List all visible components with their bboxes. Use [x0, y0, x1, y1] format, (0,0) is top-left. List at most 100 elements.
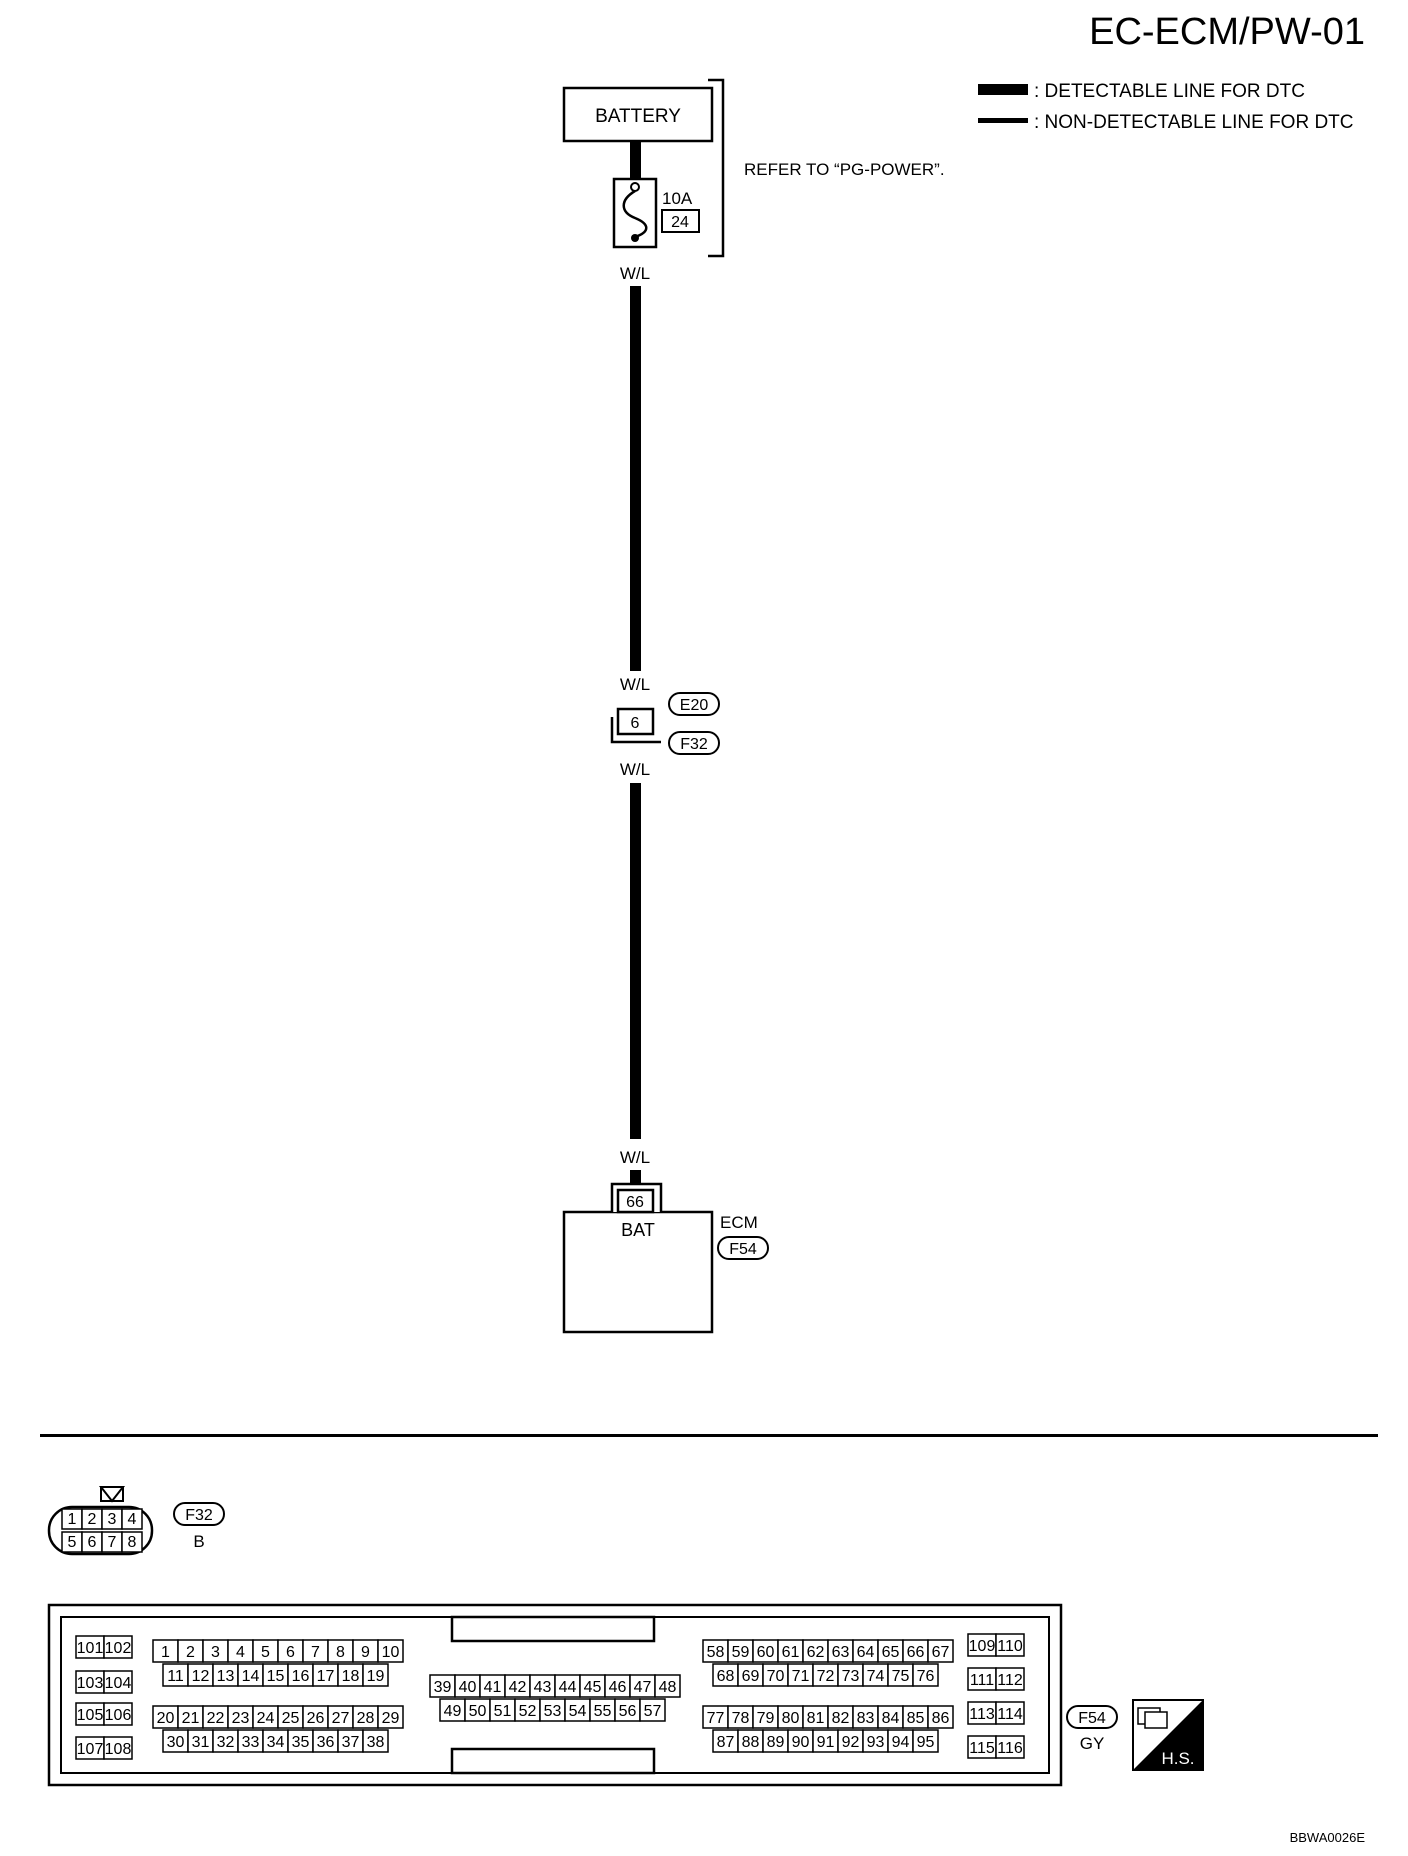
connector-tag-f54-ecm [717, 1236, 769, 1260]
connector-f32-color: B [193, 1532, 204, 1551]
pin-number: 1 [68, 1511, 77, 1528]
pin-number: 5 [261, 1644, 270, 1661]
pin-number: 87 [717, 1734, 735, 1751]
pin-number: 50 [469, 1703, 487, 1720]
wire-ecm-stub [630, 1170, 641, 1184]
ecm-terminal-label: BAT [621, 1220, 655, 1240]
pin-cell [362, 1663, 389, 1687]
joint-pin-number: 6 [631, 715, 640, 732]
pin-number: 111 [970, 1672, 994, 1689]
pin-number: 28 [357, 1710, 375, 1727]
pin-number: 59 [732, 1644, 750, 1661]
pin-number: 69 [742, 1668, 760, 1685]
connector-id-e20: E20 [680, 697, 709, 714]
pin-number: 114 [997, 1706, 1023, 1723]
pin-number: 104 [105, 1675, 132, 1692]
pin-cell [912, 1729, 939, 1753]
pin-number: 48 [659, 1679, 677, 1696]
pin-number: 40 [459, 1679, 477, 1696]
section-divider [40, 1434, 1378, 1437]
pin-number: 93 [867, 1734, 885, 1751]
pin-cell [639, 1698, 666, 1722]
pin-number: 39 [434, 1679, 452, 1696]
pin-number: 23 [232, 1710, 250, 1727]
pin-number: 37 [342, 1734, 360, 1751]
legend-thin-line [978, 118, 1028, 123]
pin-cell [927, 1705, 954, 1729]
connector-f54-id: F54 [1078, 1710, 1106, 1727]
battery-label: BATTERY [595, 106, 681, 127]
pin-number: 10 [382, 1644, 400, 1661]
power-bracket [708, 78, 725, 258]
pin-number: 45 [584, 1679, 602, 1696]
pin-number: 60 [757, 1644, 775, 1661]
pin-number: 7 [108, 1534, 117, 1551]
pin-number: 92 [842, 1734, 860, 1751]
pin-number: 56 [619, 1703, 637, 1720]
pin-number: 16 [292, 1668, 310, 1685]
pin-number: 29 [382, 1710, 400, 1727]
pin-number: 75 [892, 1668, 910, 1685]
pin-number: 14 [242, 1668, 260, 1685]
pin-number: 57 [644, 1703, 662, 1720]
pin-number: 64 [857, 1644, 875, 1661]
pin-number: 49 [444, 1703, 462, 1720]
pin-number: 8 [336, 1644, 345, 1661]
pin-number: 109 [969, 1638, 996, 1655]
pin-cell [103, 1736, 133, 1760]
pin-number: 6 [286, 1644, 295, 1661]
pin-number: 46 [609, 1679, 627, 1696]
pin-number: 42 [509, 1679, 527, 1696]
pin-number: 31 [192, 1734, 210, 1751]
pin-cell [377, 1639, 404, 1663]
pin-number: 9 [361, 1644, 370, 1661]
pin-number: 26 [307, 1710, 325, 1727]
wire-fuse-joint [630, 286, 641, 671]
pin-number: 44 [559, 1679, 577, 1696]
pin-number: 8 [128, 1534, 137, 1551]
wire-color-label-2: W/L [620, 675, 650, 694]
pin-number: 2 [88, 1511, 97, 1528]
pin-number: 74 [867, 1668, 885, 1685]
pin-number: 41 [484, 1679, 502, 1696]
connector-tag-f32-face [173, 1502, 225, 1526]
pin-number: 25 [282, 1710, 300, 1727]
pin-number: 115 [969, 1740, 995, 1757]
pin-number: 82 [832, 1710, 850, 1727]
pin-number: 15 [267, 1668, 285, 1685]
fuse-number: 24 [671, 214, 689, 231]
legend-detectable-label: : DETECTABLE LINE FOR DTC [1034, 81, 1305, 102]
pin-cell [654, 1674, 681, 1698]
pin-number: 112 [997, 1672, 1023, 1689]
pin-number: 58 [707, 1644, 725, 1661]
pin-number: 11 [167, 1668, 184, 1685]
pin-number: 36 [317, 1734, 335, 1751]
pin-cell [927, 1639, 954, 1663]
pin-number: 12 [192, 1668, 210, 1685]
pin-number: 35 [292, 1734, 310, 1751]
pin-number: 4 [236, 1644, 245, 1661]
fuse-terminal-bottom [631, 234, 639, 242]
pin-number: 32 [217, 1734, 235, 1751]
joint-connector-housing [610, 717, 661, 744]
pin-number: 30 [167, 1734, 185, 1751]
pin-number: 89 [767, 1734, 785, 1751]
pin-cell [995, 1735, 1025, 1759]
ecm-pin-number: 66 [626, 1194, 644, 1211]
pin-number: 105 [77, 1707, 104, 1724]
fuse-terminal-top [630, 182, 640, 192]
pin-cell [103, 1635, 133, 1659]
pin-number: 88 [742, 1734, 760, 1751]
pin-number: 55 [594, 1703, 612, 1720]
pin-number: 101 [77, 1640, 104, 1657]
fuse-rating: 10A [662, 189, 693, 208]
pin-number: 107 [77, 1741, 104, 1758]
pin-number: 78 [732, 1710, 750, 1727]
pin-number: 19 [367, 1668, 385, 1685]
pin-cell [103, 1670, 133, 1694]
pin-number: 4 [128, 1511, 137, 1528]
pin-cell [121, 1531, 143, 1553]
connector-f32-id: F32 [185, 1507, 213, 1524]
pin-number: 22 [207, 1710, 225, 1727]
